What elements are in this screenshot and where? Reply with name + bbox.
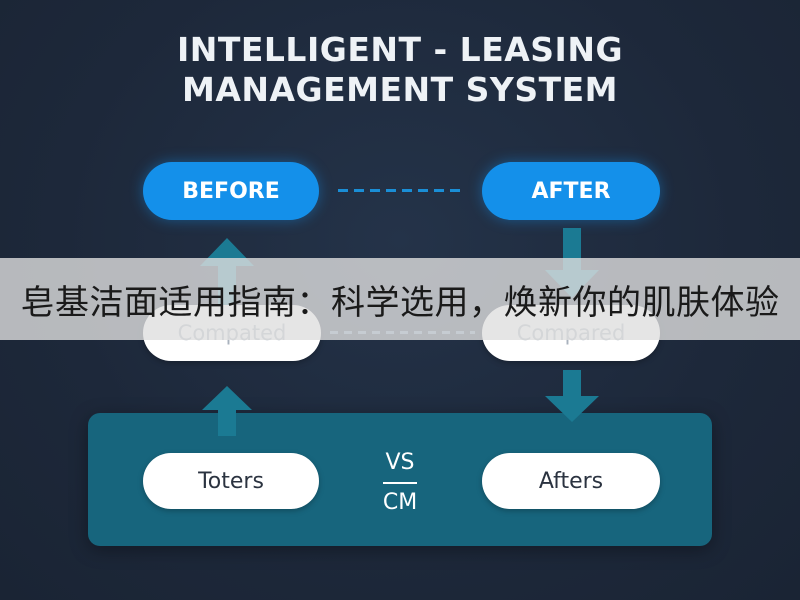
vs-label: VS — [385, 450, 415, 475]
down-arrow-icon-right-bottom — [545, 370, 599, 422]
toters-node: Toters — [143, 453, 319, 509]
before-after-connector — [338, 189, 466, 192]
overlay-banner: 皂基洁面适用指南：科学选用，焕新你的肌肤体验 — [0, 258, 800, 340]
vs-separator-line — [383, 482, 417, 484]
before-node: BEFORE — [143, 162, 319, 220]
diagram-title-line2: MANAGEMENT SYSTEM — [182, 70, 618, 109]
vs-divider: VS CM — [360, 452, 440, 514]
cm-label: CM — [382, 490, 418, 515]
afters-node: Afters — [482, 453, 660, 509]
overlay-banner-text: 皂基洁面适用指南：科学选用，焕新你的肌肤体验 — [20, 282, 780, 323]
after-node: AFTER — [482, 162, 660, 220]
diagram-title-line1: INTELLIGENT - LEASING — [176, 30, 624, 69]
up-arrow-icon-left-bottom — [202, 386, 252, 436]
